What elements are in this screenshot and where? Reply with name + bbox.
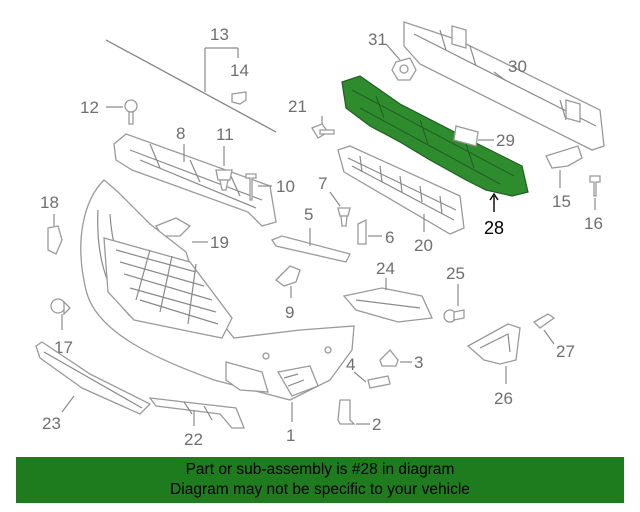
pad-29 [453,125,479,147]
callout-6: 6 [385,228,394,247]
callout-8: 8 [176,124,185,143]
callout-19: 19 [210,233,229,252]
callout-21: 21 [288,97,307,116]
parts-diagram: 13 14 12 8 11 10 21 31 [35,21,605,449]
side-bracket-26 [466,323,521,365]
callout-15: 15 [552,192,571,211]
lower-grille-20 [337,145,465,235]
banner-line-1: Part or sub-assembly is #28 in diagram [185,461,455,478]
pin-27 [532,313,556,329]
callout-5: 5 [304,205,313,224]
callout-1: 1 [286,426,295,445]
bumper-cover-1 [80,179,355,401]
callout-25: 25 [446,264,465,283]
lower-molding-22 [148,397,245,429]
callout-13: 13 [210,25,229,44]
callout-12: 12 [80,98,99,117]
upper-bracket-8 [113,133,277,227]
callout-3: 3 [414,353,423,372]
callout-24: 24 [376,259,395,278]
bracket-15 [545,145,583,169]
screw-25 [443,309,465,323]
screw-12 [124,99,138,125]
callout-29: 29 [496,131,515,150]
callout-2: 2 [372,415,381,434]
clip-3 [379,349,399,367]
callout-31: 31 [368,30,387,49]
strip-molding [105,39,277,133]
callout-17: 17 [54,338,73,357]
callout-23: 23 [42,414,61,433]
bolt-21 [311,123,335,139]
callout-4: 4 [346,355,355,374]
side-bracket-18 [47,225,63,255]
callout-30: 30 [508,57,527,76]
callout-26: 26 [494,389,513,408]
callout-10: 10 [276,177,295,196]
callout-22: 22 [184,430,203,449]
bolt-4 [367,375,391,389]
callout-20: 20 [414,236,433,255]
callout-16: 16 [584,214,603,233]
lower-lip-23 [35,341,152,415]
callout-11: 11 [216,125,234,144]
callout-18: 18 [40,193,59,212]
nut-31 [391,57,417,81]
bracket-14 [231,91,247,105]
banner-line-2: Diagram may not be specific to your vehi… [170,481,470,498]
bolt-2 [337,399,356,425]
fog-cover-24 [342,287,433,323]
bolt-16 [589,175,601,197]
callout-27: 27 [556,342,575,361]
clip-7 [337,207,351,227]
bracket-9 [275,265,301,287]
clip-17 [50,298,71,316]
callout-14: 14 [230,61,249,80]
callout-7: 7 [318,174,327,193]
callout-9: 9 [285,303,294,322]
bolt-10 [245,173,257,201]
strip-5 [271,235,351,263]
info-banner: Part or sub-assembly is #28 in diagram D… [16,457,624,503]
callout-28: 28 [484,218,504,238]
energy-absorber-28 [341,75,529,197]
bolt-6 [357,218,367,245]
clip-11 [215,169,233,191]
